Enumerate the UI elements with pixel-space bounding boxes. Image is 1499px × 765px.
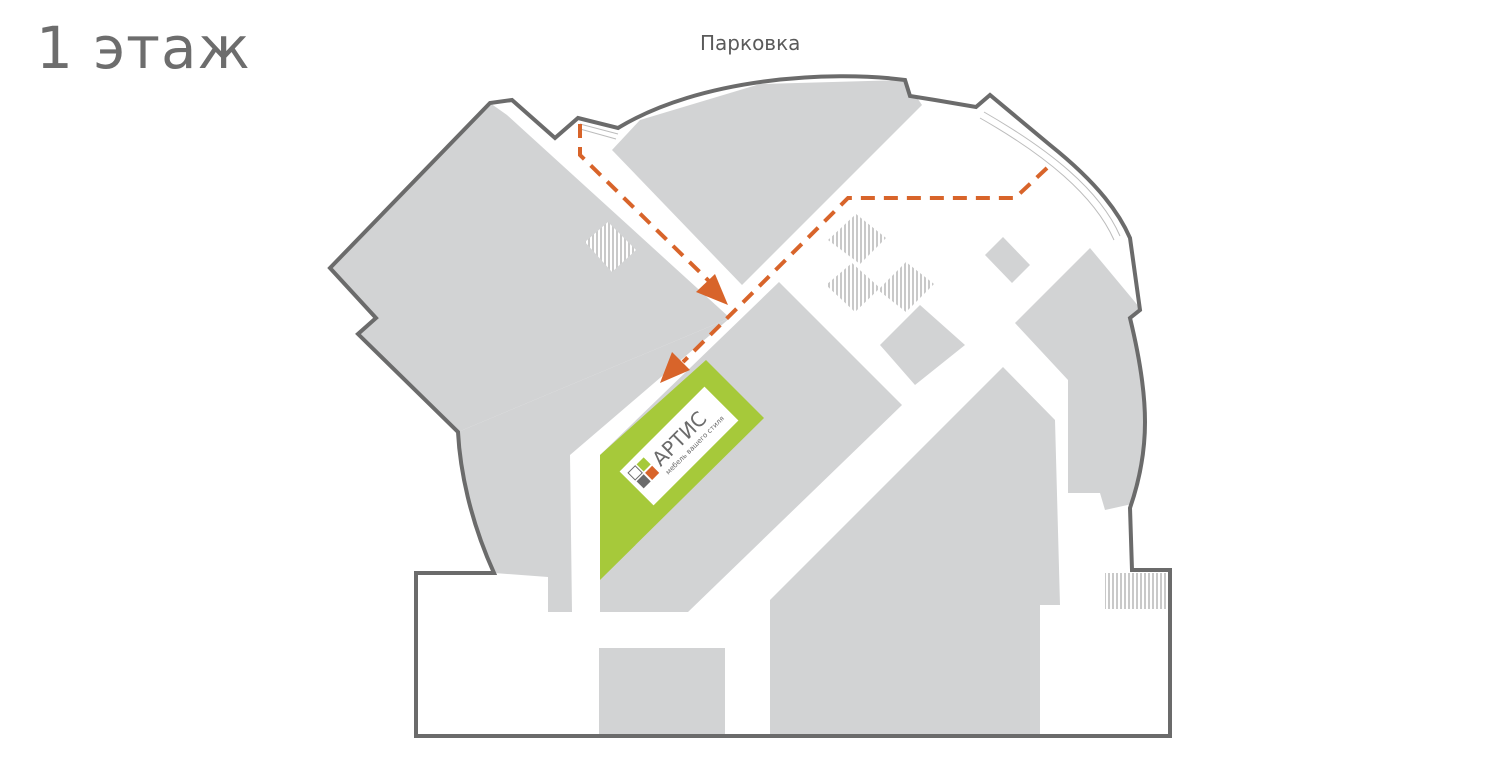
- floor-title: 1 этаж: [36, 14, 251, 82]
- route-path: [578, 124, 1049, 364]
- shop-block-north: [612, 80, 922, 285]
- shop-block-kiosk: [985, 237, 1030, 283]
- shop-block-center: [600, 282, 902, 612]
- shop-block-northwest: [330, 103, 730, 432]
- logo-icon: [627, 457, 660, 489]
- shop-block-west: [458, 318, 730, 612]
- store-artis[interactable]: АРТИС мебель вашего стиля: [600, 360, 764, 580]
- shop-block-southeast: [905, 606, 1040, 736]
- stairs-icon: [585, 214, 1167, 609]
- shop-block-small-square: [880, 305, 965, 385]
- route-arrow-icon: [660, 274, 728, 383]
- parking-label: Парковка: [700, 31, 801, 55]
- entrance-marks: [579, 111, 1121, 241]
- shop-blocks: [330, 80, 1150, 736]
- shop-block-east: [1015, 248, 1150, 510]
- building-outline: [327, 74, 1172, 738]
- shop-block-south: [599, 648, 725, 736]
